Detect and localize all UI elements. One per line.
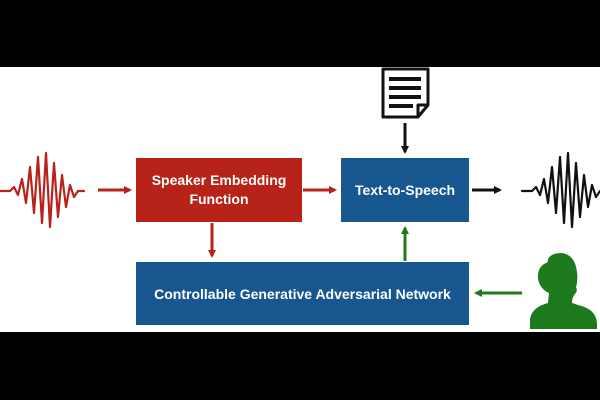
speaker-embedding-label-line1: Speaker Embedding xyxy=(151,172,287,188)
user-head-icon xyxy=(530,253,597,329)
diagram-canvas: Speaker Embedding Function Text-to-Speec… xyxy=(0,67,600,332)
cgan-label: Controllable Generative Adversarial Netw… xyxy=(154,285,451,302)
text-to-speech-label: Text-to-Speech xyxy=(354,182,456,198)
text-document-icon xyxy=(381,67,430,119)
input-waveform-icon xyxy=(0,151,86,229)
diagram-overlay xyxy=(0,67,600,329)
text-to-speech-block: Text-to-Speech xyxy=(341,158,469,222)
output-waveform-icon xyxy=(520,151,600,229)
cgan-block: Controllable Generative Adversarial Netw… xyxy=(136,262,469,325)
speaker-embedding-block: Speaker Embedding Function xyxy=(136,158,302,222)
speaker-embedding-label-line2: Function xyxy=(189,191,249,207)
